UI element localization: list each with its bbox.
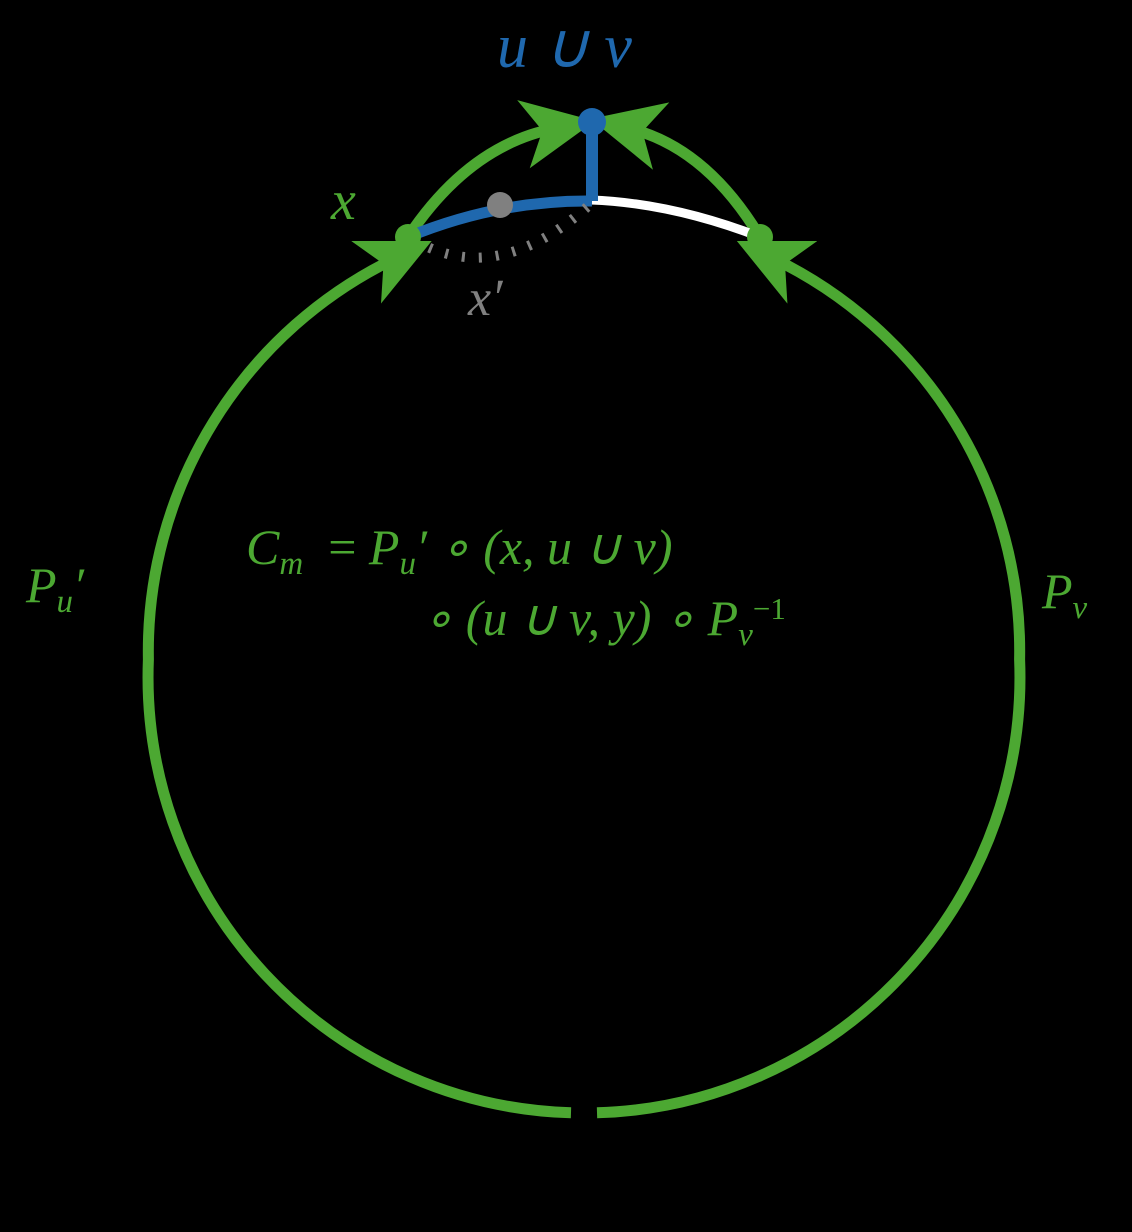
label-path-pu-prime: Pu′: [26, 560, 84, 619]
label-x-prime-mark: ′: [491, 270, 503, 327]
label-pu-prime-mark: ′: [73, 557, 84, 613]
white-arc-segment: [586, 195, 765, 242]
label-pu-subscript: u: [56, 583, 74, 620]
formula-pu-prime: ′: [415, 519, 427, 575]
label-x-prime-base: x: [468, 270, 492, 327]
label-union-uv: u ∪ v: [497, 13, 632, 81]
node-y-right[interactable]: [747, 224, 773, 250]
formula-line1-tail: ∘ (x, u ∪ v): [426, 519, 673, 575]
formula-pv-subscript: v: [738, 616, 753, 653]
node-x-left[interactable]: [395, 224, 421, 250]
label-pv-base: P: [1042, 563, 1073, 619]
formula-lhs-base: C: [246, 519, 280, 575]
formula-line-2: ∘ (u ∪ v, y) ∘ Pv−1: [246, 586, 906, 657]
green-arc-right-path-pv: [596, 240, 1026, 1119]
formula-lhs-subscript: m: [279, 545, 304, 582]
node-union-uv[interactable]: [578, 108, 606, 136]
formula-line-1: Cm = Pu′ ∘ (x, u ∪ v): [246, 515, 906, 586]
green-arc-left-to-union: [403, 100, 595, 241]
formula-line2-head: ∘ (u ∪ v, y) ∘: [422, 589, 708, 646]
formula-pu-base: P: [368, 519, 400, 575]
formula-block: Cm = Pu′ ∘ (x, u ∪ v) ∘ (u ∪ v, y) ∘ Pv−…: [246, 515, 906, 657]
label-x: x: [331, 170, 356, 232]
label-pv-subscript: v: [1072, 589, 1088, 626]
label-x-prime: x′: [468, 273, 502, 325]
green-arc-left-path-pu: [142, 240, 572, 1119]
formula-pv-superscript: −1: [752, 590, 786, 626]
formula-equals: =: [328, 519, 357, 575]
label-pu-base: P: [26, 557, 57, 613]
node-midpoint-gray[interactable]: [487, 192, 513, 218]
green-arc-right-to-union: [590, 102, 765, 240]
label-path-pv: Pv: [1042, 566, 1087, 625]
gray-dotted-arc-x-prime: [411, 194, 601, 263]
formula-pv-base: P: [707, 589, 739, 646]
formula-pu-subscript: u: [399, 545, 416, 582]
